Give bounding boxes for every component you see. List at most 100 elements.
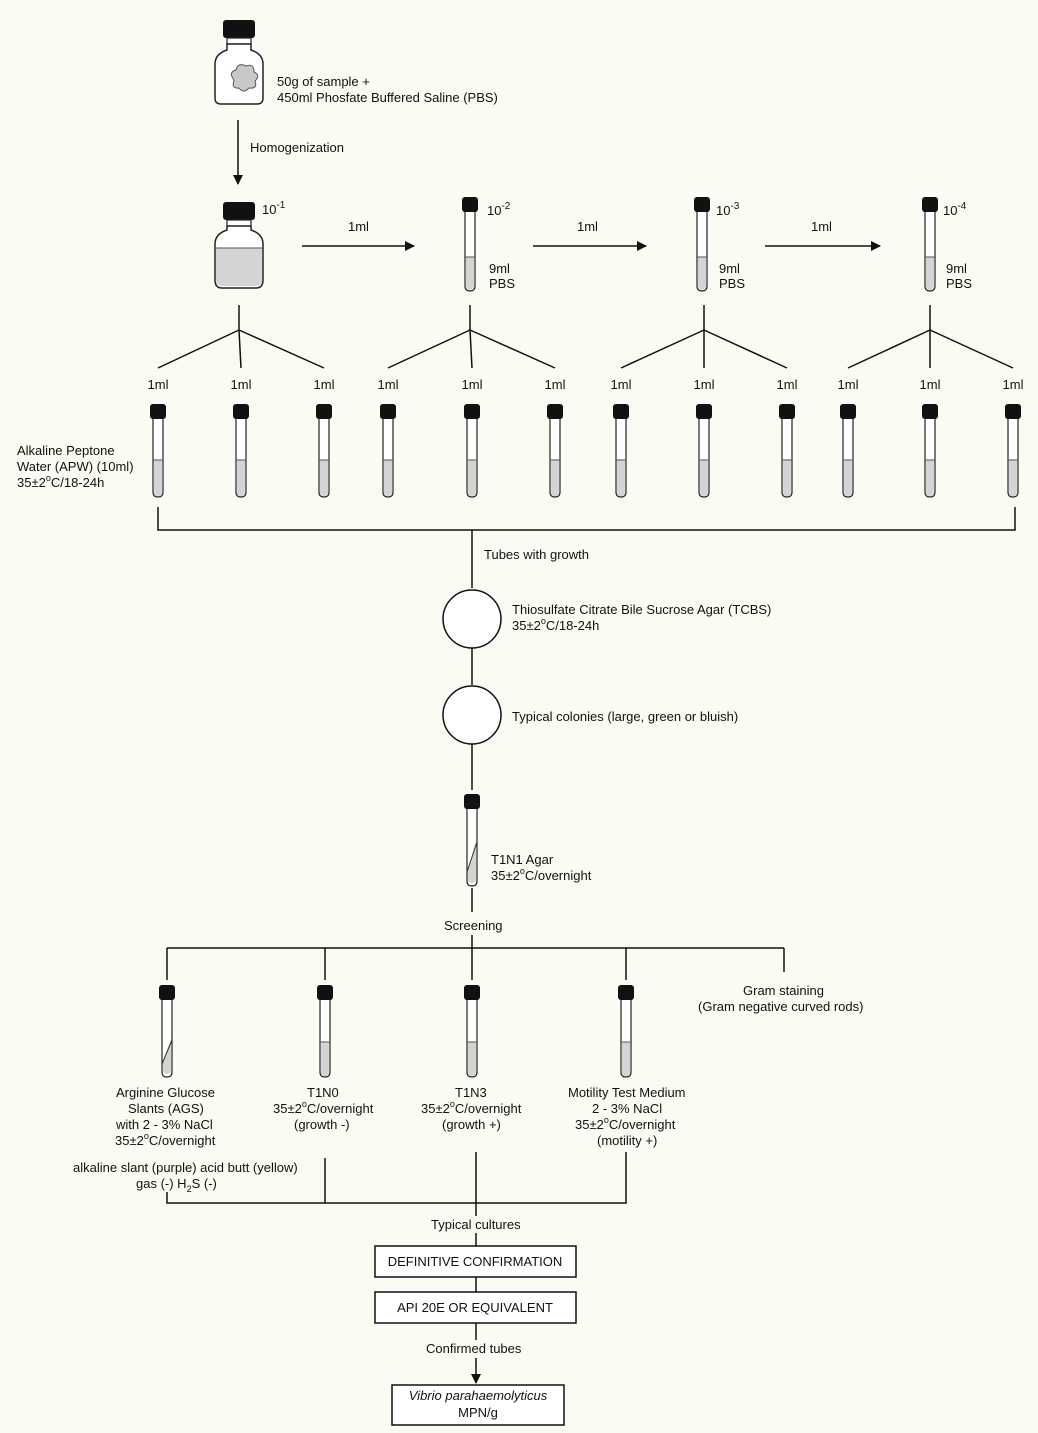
fan-right-3 [703,329,788,369]
transfer-label-1: 1ml [348,219,369,234]
screening-label: Screening [444,918,503,933]
dilution-4-volume: 9ml [946,261,967,276]
transfer-label-2: 1ml [577,219,598,234]
screening-tubes [159,985,634,1078]
tcbs-label: Thiosulfate Citrate Bile Sucrose Agar (T… [512,602,771,617]
dilution-3-label: 10-3 [716,201,740,218]
result-unit: MPN/g [458,1405,498,1420]
dilution-tube-3-icon [694,197,710,292]
fan-left-2 [387,329,471,369]
dilution-tube-2-icon [462,197,478,292]
result-box [391,1384,565,1426]
motility-incubation: 35±2oC/overnight [575,1115,676,1132]
apw-incubation: 35±2oC/18-24h [17,473,104,490]
t1n3-result: (growth +) [442,1117,501,1132]
confirmed-tubes-label: Confirmed tubes [426,1341,522,1356]
t1n0-incubation: 35±2oC/overnight [273,1099,374,1116]
apw-tube-icon [547,404,563,498]
apw-volume-label: 1ml [545,377,566,392]
gram-staining-result: (Gram negative curved rods) [698,999,863,1014]
ags-nacl: with 2 - 3% NaCl [115,1117,213,1132]
motility-tube-icon [618,985,634,1078]
t1n1-label: T1N1 Agar [491,852,554,867]
sample-description-pbs: 450ml Phosfate Buffered Saline (PBS) [277,90,498,105]
homogenization-label: Homogenization [250,140,344,155]
fan-left-4 [847,329,931,369]
apw-volume-label: 1ml [1003,377,1024,392]
t1n1-incubation: 35±2oC/overnight [491,866,592,883]
t1n1-tube [464,794,480,887]
dilution-2-volume: 9ml [489,261,510,276]
apw-tube-icon [696,404,712,498]
colonies-plate-icon [442,685,502,745]
fan-right-4 [929,329,1014,369]
apw-volume-label: 1ml [838,377,859,392]
ags-result: alkaline slant (purple) acid butt (yello… [73,1160,298,1175]
fan-right-1 [238,329,325,369]
apw-tubes [150,404,1021,498]
dilution-2-medium: PBS [489,276,515,291]
apw-volume-label: 1ml [148,377,169,392]
tubes-with-growth-label: Tubes with growth [484,547,589,562]
dilution-1-label: 10-1 [262,200,286,217]
apw-volume-label: 1ml [314,377,335,392]
apw-label-volume: Water (APW) (10ml) [17,459,134,474]
ags-result-gas: gas (-) H2S (-) [136,1176,217,1194]
apw-volume-label: 1ml [694,377,715,392]
apw-volume-label: 1ml [920,377,941,392]
t1n0-label: T1N0 [307,1085,339,1100]
fan-mid-2 [469,329,473,369]
motility-nacl: 2 - 3% NaCl [592,1101,662,1116]
apw-volume-label: 1ml [611,377,632,392]
ags-incubation: 35±2oC/overnight [115,1131,216,1148]
motility-label: Motility Test Medium [568,1085,686,1100]
definitive-confirmation-label: DEFINITIVE CONFIRMATION [388,1254,563,1269]
transfer-label-3: 1ml [811,219,832,234]
apw-tube-icon [464,404,480,498]
fan-mid-1 [238,329,242,369]
collect-bracket [157,507,1016,531]
apw-label: Alkaline Peptone [17,443,115,458]
typical-colonies-label: Typical colonies (large, green or bluish… [512,709,738,724]
fan-right-2 [469,329,556,369]
apw-tube-icon [380,404,396,498]
dilution-tube-4-icon [922,197,938,292]
dilution-2-label: 10-2 [487,201,511,218]
apw-volume-label: 1ml [777,377,798,392]
dilution-jar-icon [214,202,264,289]
dilution-4-medium: PBS [946,276,972,291]
tcbs-incubation: 35±2oC/18-24h [512,616,599,633]
fan-left-1 [157,329,240,369]
api-20e-box [374,1291,577,1324]
dilution-3-medium: PBS [719,276,745,291]
fan-out-branches [157,305,1014,369]
t1n3-tube-icon [464,985,480,1078]
result-organism: Vibrio parahaemolyticus [409,1388,548,1403]
dilution-tubes [462,197,938,292]
gram-staining-label: Gram staining [743,983,824,998]
tcbs-plate-icon [442,589,502,649]
ags-label: Arginine Glucose [116,1085,215,1100]
apw-volume-label: 1ml [462,377,483,392]
apw-tube-icon [150,404,166,498]
apw-volume-labels: 1ml 1ml 1ml 1ml 1ml 1ml 1ml 1ml 1ml 1ml 1ml 1ml [148,377,1024,392]
dilution-3-volume: 9ml [719,261,740,276]
typical-cultures-label: Typical cultures [431,1217,521,1232]
t1n1-tube-icon [464,794,480,887]
apw-tube-icon [316,404,332,498]
t1n3-label: T1N3 [455,1085,487,1100]
apw-volume-label: 1ml [231,377,252,392]
combine-bracket [166,1152,627,1204]
sample-jar-icon [214,20,264,105]
definitive-confirmation-box [374,1245,577,1278]
apw-tube-icon [233,404,249,498]
apw-tube-icon [1005,404,1021,498]
apw-volume-label: 1ml [378,377,399,392]
ags-slant-tube-icon [159,985,175,1078]
apw-tube-icon [922,404,938,498]
motility-result: (motility +) [597,1133,657,1148]
apw-tube-icon [779,404,795,498]
fan-left-3 [620,329,705,369]
t1n3-incubation: 35±2oC/overnight [421,1099,522,1116]
